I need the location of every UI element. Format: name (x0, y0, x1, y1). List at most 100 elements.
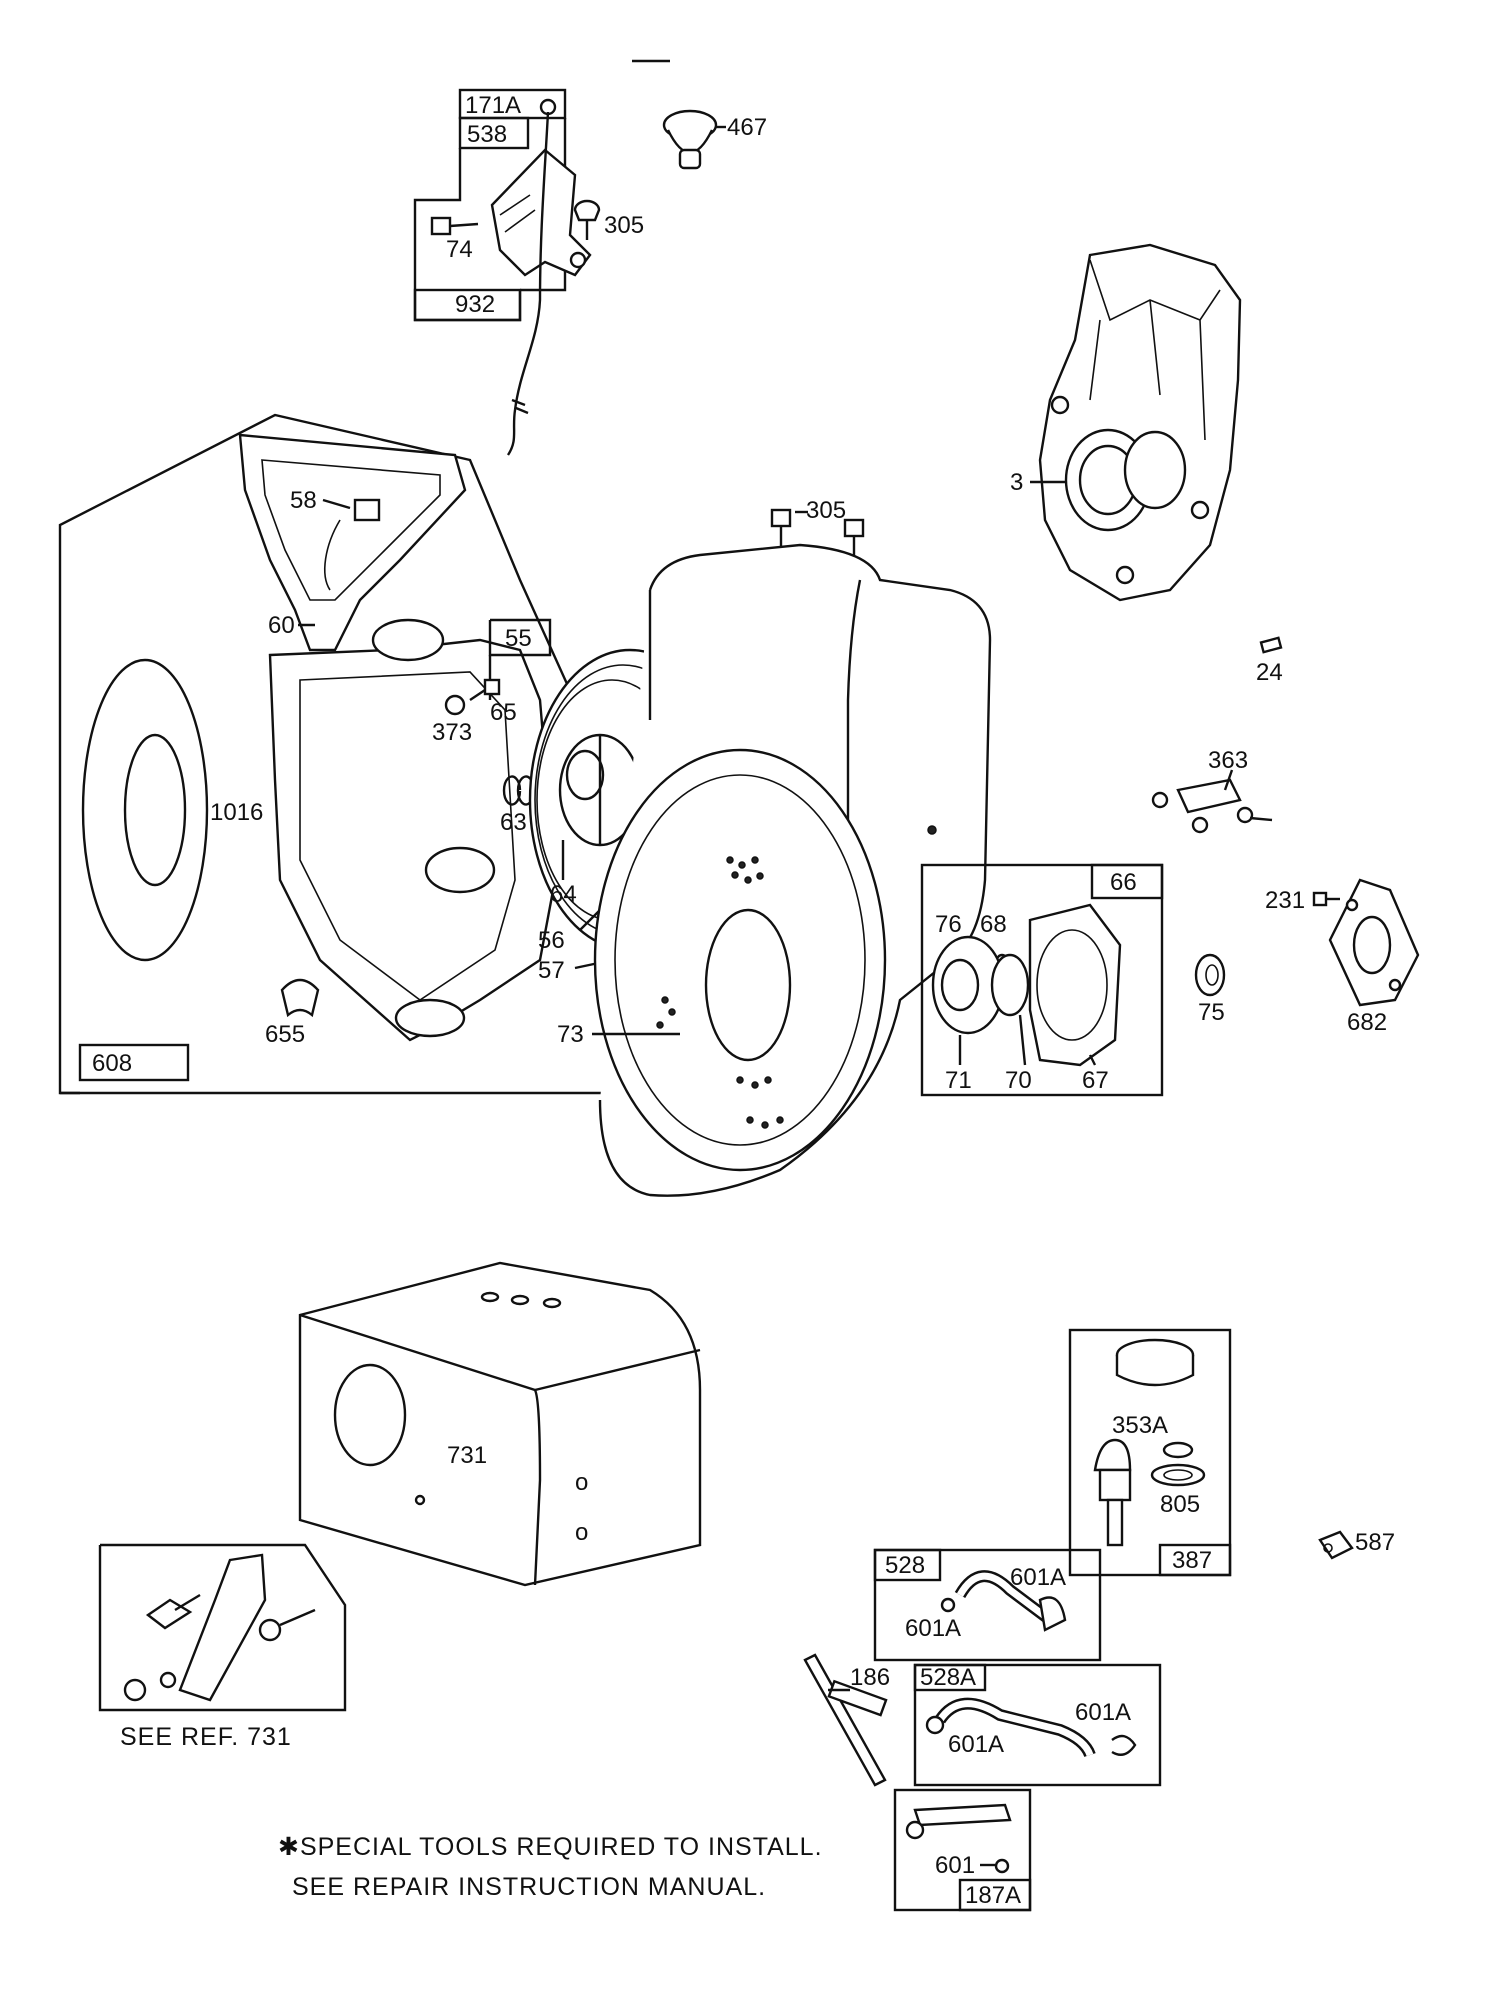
label-60: 60 (268, 612, 295, 639)
spark-plug-group: 387 353A 805 (1068, 1328, 1232, 1577)
spark-plug-icon (1093, 1438, 1132, 1472)
label-64: 64 (550, 881, 577, 908)
box-66-frame (920, 863, 1164, 1097)
link-363: 363 (1151, 747, 1273, 834)
leader-70 (1018, 1014, 1027, 1066)
shroud-slot-3 (542, 1297, 562, 1309)
gasket-bolt-1 (1345, 898, 1359, 912)
screw-74-shank (449, 222, 479, 228)
screw-65-shank (469, 689, 486, 701)
bracket-slot (499, 194, 536, 233)
stud-shank (279, 1608, 316, 1627)
nut-373-icon (444, 694, 466, 716)
fitting-186: 186 (803, 1653, 890, 1787)
hose-clamp-2 (940, 1597, 956, 1613)
repair-manual-note: SEE REPAIR INSTRUCTION MANUAL. (292, 1873, 766, 1901)
hose-187A-group: 187A 601 (893, 1788, 1032, 1912)
label-68: 68 (980, 911, 1007, 938)
screw-74-icon (430, 216, 452, 236)
label-467: 467 (727, 114, 767, 141)
label-601A-c: 601A (948, 1731, 1004, 1758)
handle-rope (324, 519, 341, 591)
label-528: 528 (885, 1552, 925, 1579)
shroud-slot-2 (510, 1294, 530, 1306)
engine-shroud-731: 731 o o (298, 1261, 702, 1587)
screw-65-icon (483, 678, 501, 696)
screw-231-icon (1312, 891, 1328, 907)
cover-boss (1123, 430, 1187, 510)
label-305-middle: 305 (806, 497, 846, 524)
hose-187A-clamp (905, 1820, 925, 1840)
label-58: 58 (290, 487, 317, 514)
seal-1016-hole (123, 733, 187, 887)
housing-dot (927, 825, 937, 835)
box-528A (913, 1663, 987, 1692)
hose-528A-inner (937, 1700, 1094, 1757)
cooling-holes (656, 856, 784, 1129)
blower-mount-bottom (394, 998, 466, 1038)
nut-icon (123, 1678, 147, 1702)
label-3: 3 (1010, 469, 1023, 496)
label-55: 55 (505, 625, 532, 652)
leader-363 (1223, 769, 1234, 791)
label-805: 805 (1160, 1491, 1200, 1518)
label-608: 608 (92, 1050, 132, 1077)
box-538 (458, 116, 530, 150)
box-387 (1158, 1543, 1232, 1577)
shroud-pin (414, 1494, 426, 1506)
bracket-hole (569, 251, 587, 269)
throttle-cable (506, 111, 550, 456)
leader-67 (1088, 1054, 1097, 1066)
starter-clutch-group: 66 76 68 71 70 67 (920, 863, 1164, 1097)
label-56: 56 (538, 927, 565, 954)
label-363: 363 (1208, 747, 1248, 774)
flywheel-bore (704, 908, 792, 1062)
hose-inner (956, 1572, 1053, 1623)
hose-clamp-1 (1038, 1596, 1067, 1632)
label-75: 75 (1198, 999, 1225, 1026)
fitting-186-icon (803, 1653, 887, 1787)
pulley-bore (565, 749, 605, 801)
flywheel-ring (614, 774, 866, 1146)
stud-icon (258, 1618, 282, 1642)
label-1016: 1016 (210, 799, 263, 826)
rope-handle-icon (238, 433, 467, 652)
blower-mount-side (424, 846, 496, 894)
label-73: 73 (557, 1021, 584, 1048)
special-tools-note: ✱SPECIAL TOOLS REQUIRED TO INSTALL. (278, 1833, 823, 1861)
label-682: 682 (1347, 1009, 1387, 1036)
gasket-682: 682 231 (1265, 878, 1420, 1036)
link-363-end-3 (1236, 806, 1254, 824)
link-363-icon (1176, 778, 1242, 814)
hose-528A-clamp-2 (1111, 1734, 1137, 1756)
label-76: 76 (935, 911, 962, 938)
brace-icon (178, 1553, 267, 1702)
label-57: 57 (538, 957, 565, 984)
box-528A-frame (913, 1663, 1162, 1787)
clip-655-icon (280, 978, 320, 1018)
hose-187A-icon (913, 1803, 1012, 1827)
clamp-601-icon (994, 1858, 1010, 1874)
box-528 (873, 1548, 942, 1582)
flywheel-housing-group: 73 (557, 543, 992, 1197)
leader-58 (322, 498, 351, 510)
label-65: 65 (490, 699, 517, 726)
box-387-frame (1068, 1328, 1232, 1577)
washer-75: 75 (1194, 953, 1226, 1026)
hose-528A-clamp-1 (925, 1715, 945, 1735)
box-66 (1090, 863, 1164, 900)
shroud-bolt-mark-1: o (575, 1469, 588, 1496)
boot-353A-icon (1115, 1355, 1195, 1387)
screw-icon (539, 98, 557, 116)
clutch-ratchet (990, 953, 1030, 1017)
gasket-bolt-2 (1388, 978, 1402, 992)
clip-587: 587 (1318, 1529, 1395, 1560)
label-186: 186 (850, 1664, 890, 1691)
label-528A: 528A (920, 1664, 976, 1691)
label-538: 538 (467, 121, 507, 148)
label-601A-d: 601A (1075, 1699, 1131, 1726)
shroud-top-edge (534, 1348, 701, 1392)
cover-hole-3 (1115, 565, 1135, 585)
crankcase-cover-icon (1038, 243, 1242, 602)
washer-75-icon (1194, 953, 1226, 997)
